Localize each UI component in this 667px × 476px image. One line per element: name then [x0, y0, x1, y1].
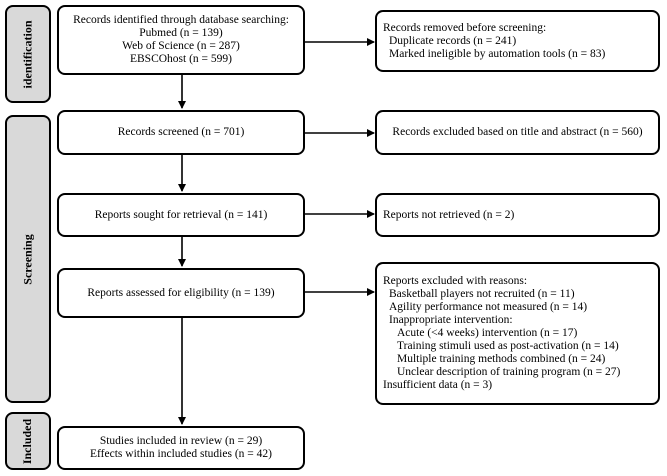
- records-removed-box: Records removed before screening: Duplic…: [375, 10, 660, 72]
- reports-not-retrieved-label: Reports not retrieved (n = 2): [383, 208, 515, 221]
- reports-sought-box: Reports sought for retrieval (n = 141): [57, 193, 305, 237]
- excluded-reason-inappropriate: Inappropriate intervention:: [389, 314, 513, 326]
- effects-included-label: Effects within included studies (n = 42): [90, 448, 272, 460]
- stage-identification: identification: [5, 5, 51, 103]
- records-identified-box: Records identified through database sear…: [57, 5, 305, 75]
- records-removed-automation: Marked ineligible by automation tools (n…: [389, 47, 606, 60]
- studies-included-box: Studies included in review (n = 29) Effe…: [57, 426, 305, 470]
- reports-sought-label: Reports sought for retrieval (n = 141): [94, 208, 268, 221]
- excluded-reason-not-recruited: Basketball players not recruited (n = 11…: [389, 288, 575, 300]
- records-ebscohost: EBSCOhost (n = 599): [129, 53, 232, 65]
- excluded-reasons-title: Reports excluded with reasons:: [383, 275, 528, 287]
- stage-included-label: Included: [20, 418, 35, 464]
- reports-assessed-box: Reports assessed for eligibility (n = 13…: [57, 268, 305, 318]
- records-pubmed: Pubmed (n = 139): [139, 27, 223, 39]
- records-screened-box: Records screened (n = 701): [57, 110, 305, 155]
- records-identified-title: Records identified through database sear…: [73, 14, 289, 26]
- stage-included: Included: [5, 412, 51, 470]
- excluded-reason-not-measured: Agility performance not measured (n = 14…: [389, 301, 588, 313]
- records-screened-label: Records screened (n = 701): [117, 126, 245, 138]
- excluded-reason-post-activation: Training stimuli used as post-activation…: [397, 340, 619, 352]
- records-excluded-box: Records excluded based on title and abst…: [375, 110, 660, 155]
- records-web-of-science: Web of Science (n = 287): [122, 40, 240, 52]
- reports-assessed-label: Reports assessed for eligibility (n = 13…: [87, 286, 275, 299]
- records-excluded-label: Records excluded based on title and abst…: [392, 126, 643, 138]
- stage-screening-label: Screening: [20, 233, 35, 285]
- stage-identification-label: identification: [20, 20, 35, 88]
- records-removed-duplicates: Duplicate records (n = 241): [389, 34, 517, 47]
- excluded-reason-acute: Acute (<4 weeks) intervention (n = 17): [397, 327, 578, 339]
- excluded-reason-unclear: Unclear description of training program …: [397, 366, 621, 378]
- excluded-reason-combined: Multiple training methods combined (n = …: [397, 353, 606, 365]
- stage-screening: Screening: [5, 115, 51, 403]
- records-removed-title: Records removed before screening:: [383, 21, 547, 34]
- reports-excluded-reasons-box: Reports excluded with reasons: Basketbal…: [375, 262, 660, 405]
- excluded-reason-insufficient: Insufficient data (n = 3): [383, 379, 493, 391]
- studies-included-label: Studies included in review (n = 29): [99, 435, 263, 447]
- reports-not-retrieved-box: Reports not retrieved (n = 2): [375, 193, 660, 237]
